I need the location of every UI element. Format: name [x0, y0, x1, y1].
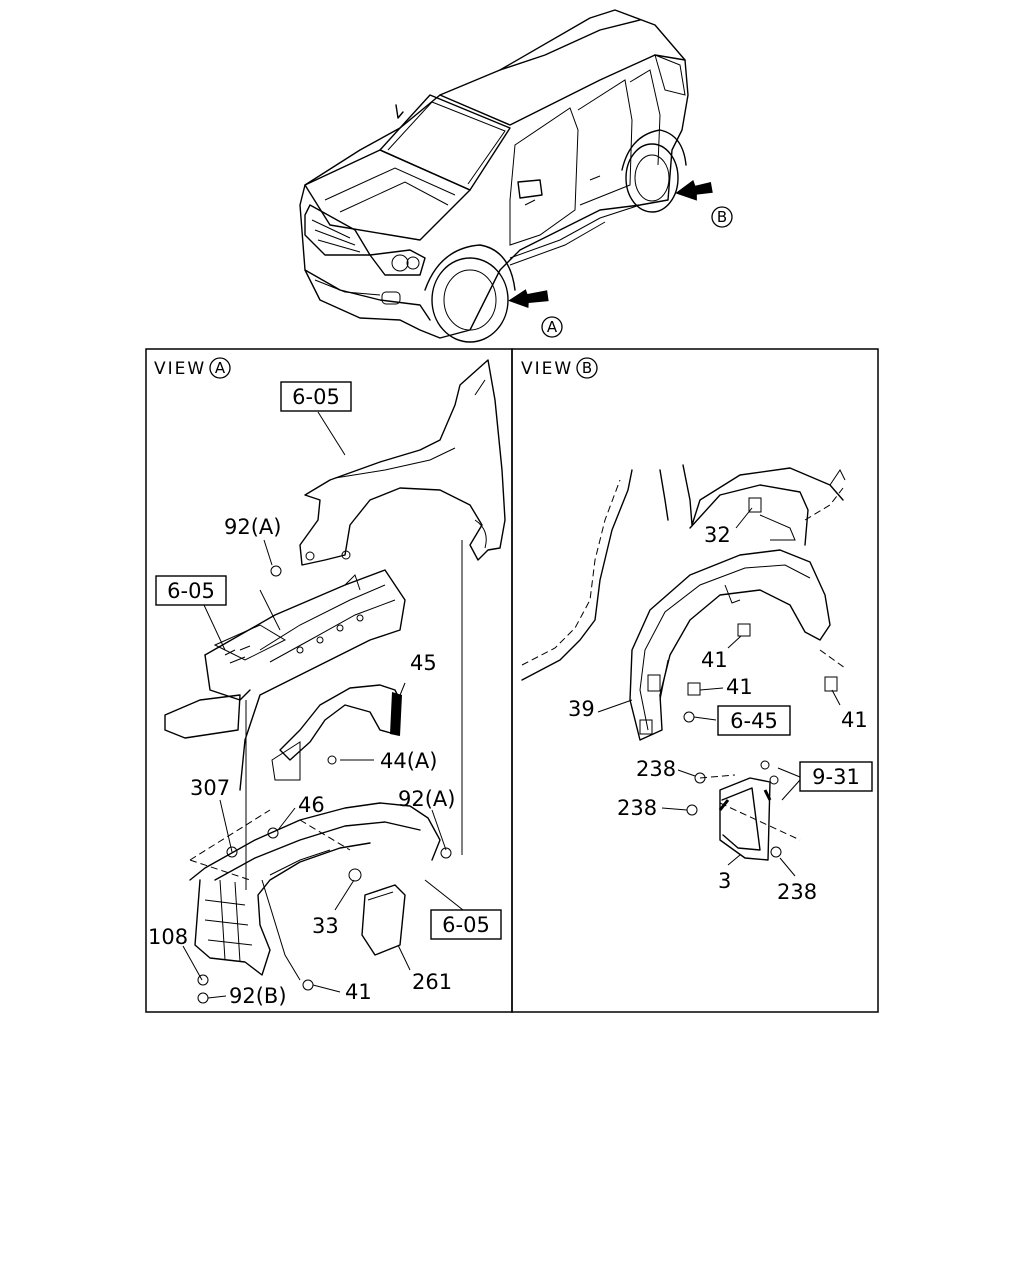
callout-a-46: 46 — [298, 793, 325, 817]
callout-b-41-b: 41 — [726, 675, 753, 699]
svg-text:A: A — [215, 359, 226, 377]
callout-b-238-b: 238 — [617, 796, 657, 820]
callout-b-41-c: 41 — [841, 708, 868, 732]
svg-text:A: A — [547, 318, 558, 336]
callout-a-307: 307 — [190, 776, 230, 800]
clip-icon — [683, 497, 838, 723]
callout-a-33: 33 — [312, 914, 339, 938]
callout-a-44a: 44(A) — [380, 749, 437, 773]
marker-a-vehicle: A — [541, 316, 563, 338]
callout-a-92a-top: 92(A) — [224, 515, 281, 539]
svg-text:B: B — [717, 208, 727, 226]
view-b-drawing — [521, 464, 846, 877]
callout-a-261: 261 — [412, 970, 452, 994]
view-b-header: VIEW B — [521, 357, 598, 379]
callout-b-32: 32 — [704, 523, 731, 547]
view-a-header: VIEW A — [154, 357, 231, 379]
view-b-frame — [511, 348, 879, 1013]
svg-text:B: B — [582, 359, 592, 377]
callout-b-9-31: 9-31 — [799, 761, 873, 792]
callout-b-41-a: 41 — [701, 648, 728, 672]
callout-a-41: 41 — [345, 980, 372, 1004]
svg-text:6-05: 6-05 — [292, 385, 340, 409]
callout-a-6-05-mid: 6-05 — [155, 575, 227, 606]
callout-a-45: 45 — [410, 651, 437, 675]
svg-text:9-31: 9-31 — [812, 765, 860, 789]
svg-text:VIEW: VIEW — [154, 359, 206, 379]
callout-b-238-c: 238 — [777, 880, 817, 904]
svg-text:6-45: 6-45 — [730, 709, 778, 733]
view-a-drawing — [164, 359, 506, 1004]
callout-a-92b: 92(B) — [229, 984, 287, 1008]
callout-a-108: 108 — [148, 925, 188, 949]
callout-a-6-05-low: 6-05 — [430, 909, 502, 940]
callout-b-39: 39 — [568, 697, 595, 721]
callout-a-92a-right: 92(A) — [398, 787, 455, 811]
svg-text:6-05: 6-05 — [442, 913, 490, 937]
svg-text:VIEW: VIEW — [521, 359, 573, 379]
callout-b-6-45: 6-45 — [717, 705, 791, 736]
svg-text:6-05: 6-05 — [167, 579, 215, 603]
vehicle-illustration — [299, 9, 713, 343]
callout-b-238-a: 238 — [636, 757, 676, 781]
callout-a-6-05-top: 6-05 — [280, 381, 352, 412]
callout-b-3: 3 — [718, 869, 731, 893]
marker-b-vehicle: B — [711, 206, 733, 228]
